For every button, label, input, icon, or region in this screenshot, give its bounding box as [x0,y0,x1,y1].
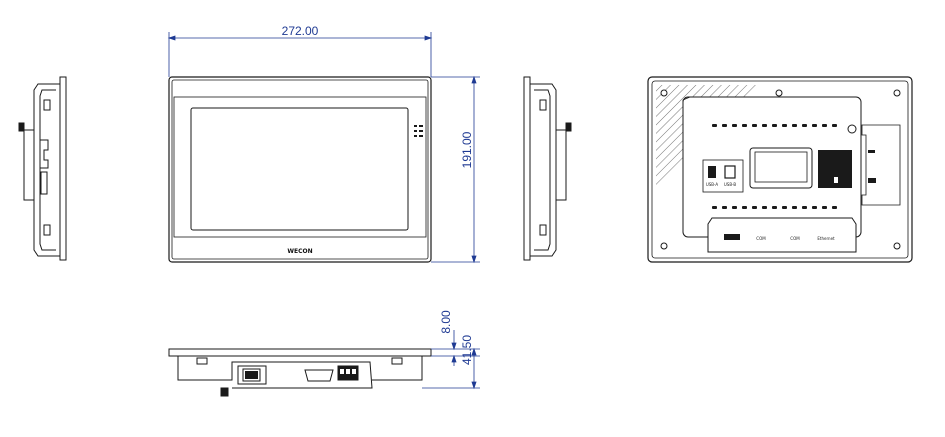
front-view: WECON [168,76,432,263]
power-terminal-icon [724,234,740,240]
width-label: 272.00 [282,24,319,38]
vent-slots-top [712,124,837,127]
rear-label-usb-b: USB-B [724,182,737,187]
indicator-leds [414,125,423,137]
rear-label-com-2: COM [790,236,800,241]
height-label: 191.00 [460,131,474,168]
rear-label-usb-a: USB-A [706,182,719,187]
right-side-view [523,76,572,261]
height-dimension [431,75,480,264]
rear-view: USB-A USB-B COM COM Ethernet [647,76,913,263]
db9-connector-icon [304,369,334,382]
bottom-view [168,348,432,397]
rear-label-ethernet: Ethernet [817,236,835,241]
ethernet-port-icon [242,368,261,382]
usb-a-port-icon [708,166,716,178]
depth-dimensions [422,330,480,390]
vent-slots-bottom [712,206,837,209]
bezel-depth-label: 8.00 [439,310,453,334]
width-dimension [167,32,433,77]
rear-label-com-1: COM [756,236,766,241]
usb-b-port-icon [724,165,736,179]
lcd-screen [190,107,409,231]
brand-logo: WECON [287,248,312,255]
total-depth-label: 41.50 [460,335,474,365]
left-side-view [18,76,67,261]
